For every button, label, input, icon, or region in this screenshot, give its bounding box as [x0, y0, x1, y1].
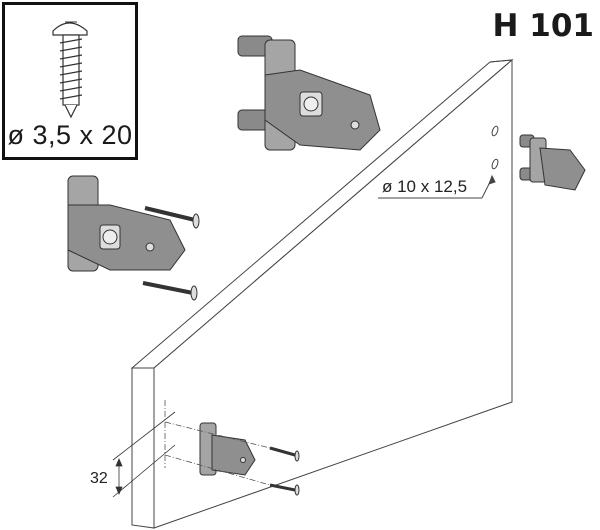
clip-small-right — [519, 134, 586, 191]
board-panel — [130, 58, 514, 529]
hole-spec-label: ø 10 x 12,5 — [382, 177, 468, 196]
hole-leader-line — [378, 174, 496, 199]
screw-spec-box: ø 3,5 x 20 — [2, 2, 138, 160]
clip-with-dowels-top — [237, 35, 381, 151]
clip-with-screws-left — [67, 175, 200, 301]
spacing-dimension — [112, 411, 176, 498]
alignment-lines — [164, 400, 271, 486]
spacing-dimension-label: 32 — [90, 470, 108, 487]
screw-spec-label: ø 3,5 x 20 — [7, 120, 133, 150]
clip-on-board-bottom — [199, 422, 300, 496]
diagram-title: H 101 — [492, 8, 594, 44]
pan-head-screw-icon — [52, 21, 88, 119]
board-holes — [491, 125, 499, 170]
